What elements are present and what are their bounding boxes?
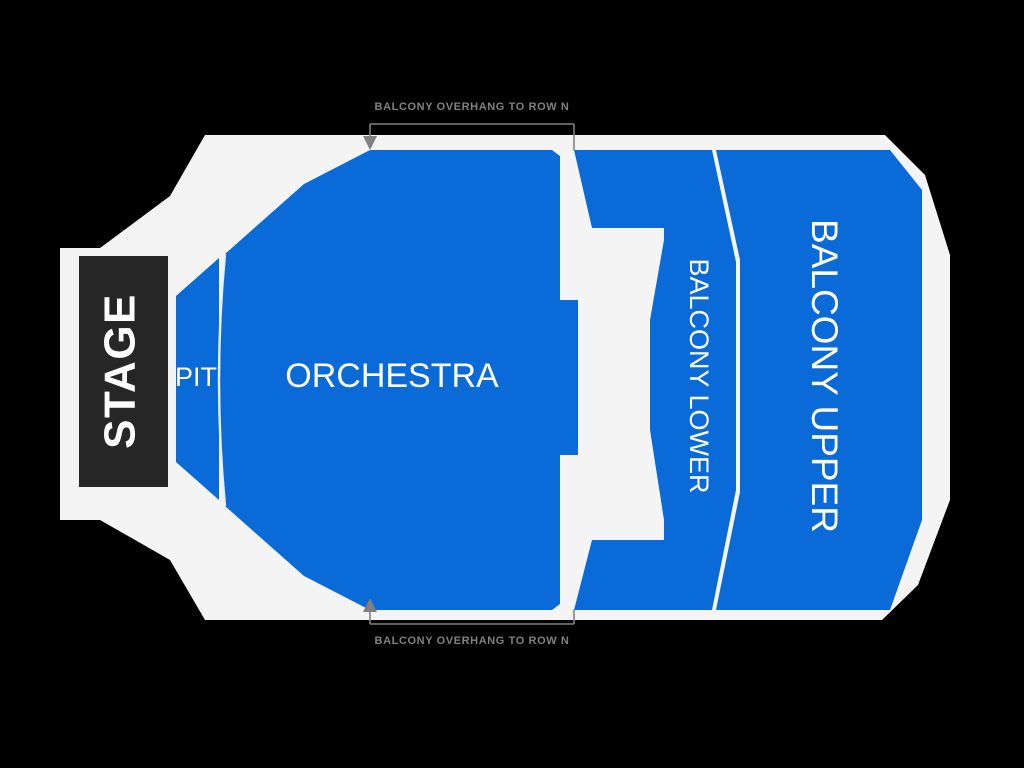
pit-block[interactable] [176, 258, 219, 500]
dimension-arrow-down-top [363, 136, 377, 150]
balcony-upper-section[interactable]: BALCONY UPPER [713, 149, 922, 611]
pit-section[interactable]: PIT [175, 258, 219, 500]
orchestra-block[interactable] [219, 150, 578, 610]
pit-orchestra-divider [217, 253, 227, 507]
stage-section[interactable]: STAGE [79, 256, 168, 487]
overhang-label-bottom: BALCONY OVERHANG TO ROW N [375, 635, 570, 647]
balcony-lower-upper-divider [713, 149, 739, 611]
overhang-label-top: BALCONY OVERHANG TO ROW N [375, 101, 570, 113]
dimension-arrow-up-bottom [363, 598, 377, 612]
balcony-lower-block[interactable] [574, 150, 736, 610]
balcony-upper-block[interactable] [716, 150, 922, 610]
stage-block[interactable] [79, 256, 168, 487]
orchestra-section[interactable]: ORCHESTRA [217, 150, 578, 610]
